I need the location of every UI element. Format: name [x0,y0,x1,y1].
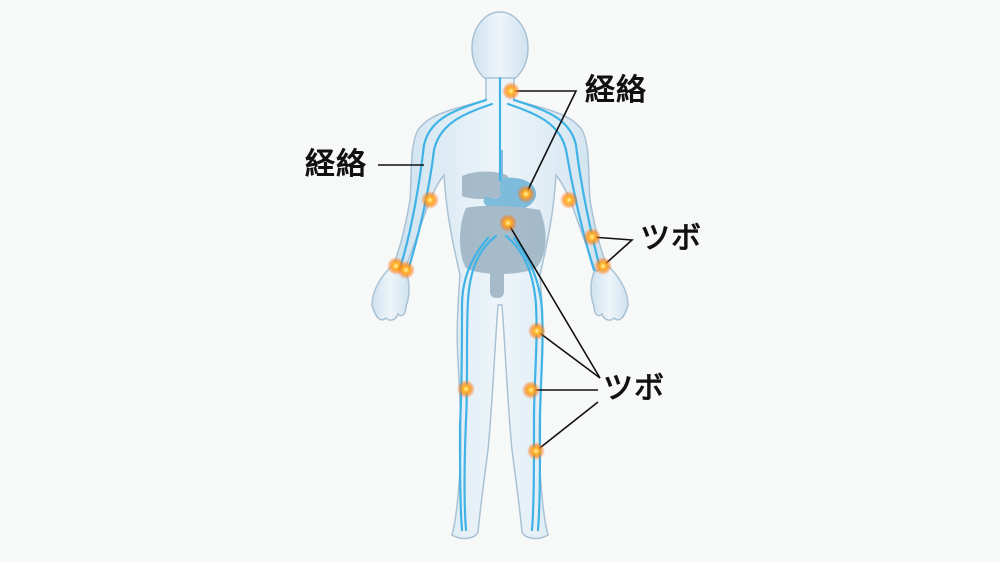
acupoint-arm-leader [591,236,634,267]
acupoint-marker[interactable] [517,185,535,203]
acupoint-marker[interactable] [397,261,415,279]
acupoint-marker[interactable] [421,191,439,209]
acupoint-marker[interactable] [499,214,517,232]
acupoint-marker[interactable] [527,442,545,460]
acupoint-thigh-leader [536,330,601,379]
acupoint-marker[interactable] [522,381,540,399]
acupoint-label-arm: ツボ [640,221,702,256]
acupoint-marker[interactable] [457,380,475,398]
meridian-lines [398,76,602,532]
meridian-right-leader [511,90,578,195]
acupoint-label-leg: ツボ [603,371,665,406]
acupoints [387,82,612,460]
acupoint-marker[interactable] [502,82,520,100]
acupoint-marker[interactable] [594,257,612,275]
meridian-label-right: 経絡 [585,73,647,108]
acupoint-abdomen-leader [507,222,601,379]
leader-lines [378,90,634,452]
acupoint-marker[interactable] [528,322,546,340]
acupoint-shin-leader [535,401,599,452]
liver [462,171,508,199]
acupoint-marker[interactable] [560,191,578,209]
acupoint-marker[interactable] [583,228,601,246]
meridian-label-left: 経絡 [305,147,367,182]
